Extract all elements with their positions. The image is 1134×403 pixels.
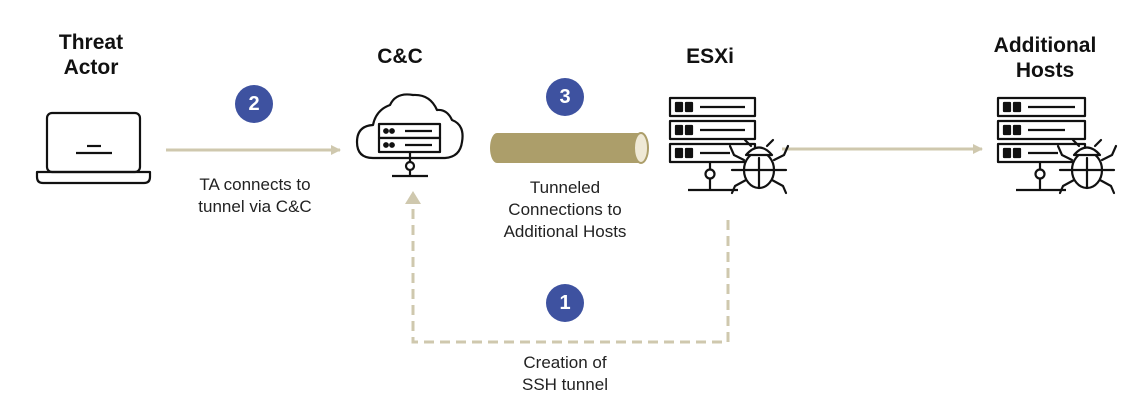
hosts-server-rack-icon — [996, 96, 1087, 192]
dashed-ssh-path — [411, 198, 730, 344]
laptop-icon — [35, 111, 152, 185]
step-3-badge: 3 — [546, 78, 584, 116]
esxi-bug-icon — [728, 138, 790, 195]
cloud-server-icon — [355, 93, 464, 178]
esxi-server-rack-icon — [668, 96, 757, 192]
step-2-badge: 2 — [235, 85, 273, 123]
step-1-caption: Creation of SSH tunnel — [522, 353, 608, 394]
tunnel-cylinder — [490, 132, 649, 164]
step-1-badge: 1 — [546, 284, 584, 322]
hosts-bug-icon — [1056, 138, 1118, 195]
threat-actor-title: Threat Actor — [58, 31, 124, 79]
step-2-caption: TA connects to tunnel via C&C — [198, 175, 312, 216]
step-3-caption: Tunneled Connections to Additional Hosts — [503, 178, 627, 241]
additional-hosts-title: Additional Hosts — [993, 34, 1097, 82]
cnc-title: C&C — [377, 45, 423, 68]
esxi-title: ESXi — [686, 45, 734, 68]
dashed-arrowhead — [405, 191, 421, 204]
